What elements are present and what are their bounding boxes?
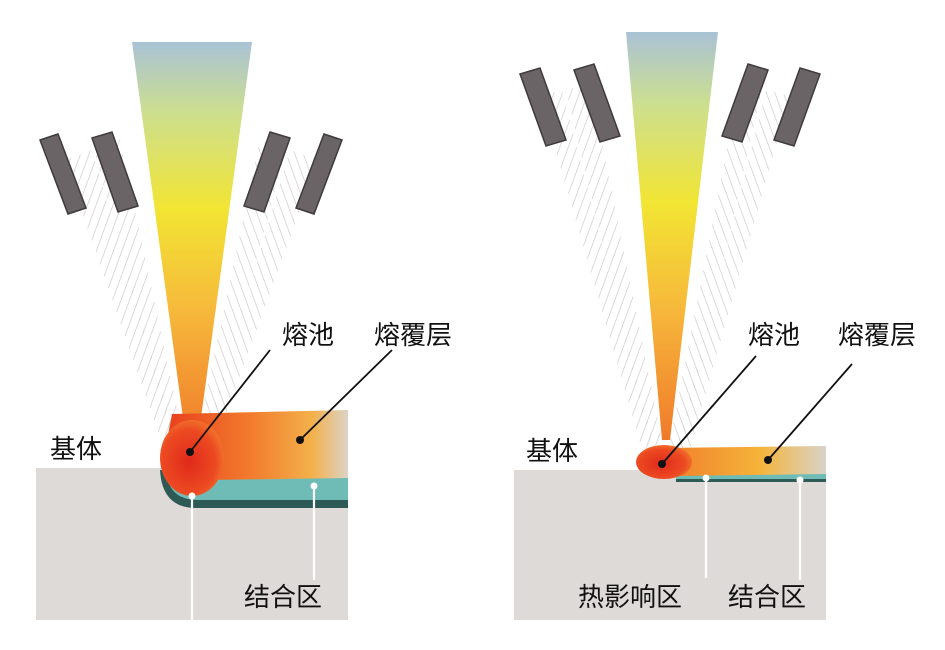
left-powder-stream-right-inner <box>190 140 286 470</box>
right-substrate-label: 基体 <box>526 437 578 467</box>
right-cladding-layer <box>660 446 826 476</box>
left-nozzle-inner-left <box>91 131 139 213</box>
left-nozzle-outer-right <box>295 133 343 215</box>
right-cladding-dot <box>764 456 772 464</box>
left-powder-stream-right-outer <box>196 150 318 472</box>
left-powder-stream-left-inner <box>94 140 190 472</box>
right-nozzle-outer-left <box>519 67 567 147</box>
right-nozzle-inner-left <box>573 63 621 143</box>
right-powder-stream-right-inner <box>664 84 762 470</box>
right-bond-zone-dot <box>796 476 804 484</box>
left-melt-pool-leader <box>189 349 271 453</box>
left-cladding-label: 熔覆层 <box>374 321 452 351</box>
right-haz-dot <box>702 474 710 482</box>
right-bond-zone-label: 结合区 <box>728 583 806 613</box>
right-melt-pool-dot <box>658 460 666 468</box>
left-melt-pool <box>160 420 224 496</box>
right-cladding-label: 熔覆层 <box>838 321 916 351</box>
left-substrate-dot <box>188 492 196 500</box>
left-panel: 基体 熔池 熔覆层 结合区 <box>36 42 452 620</box>
right-melt-pool-label: 熔池 <box>748 321 800 351</box>
right-powder-stream-left-inner <box>566 84 668 470</box>
right-powder-stream-left-outer <box>540 90 660 470</box>
left-bond-zone-layer-light <box>166 470 348 500</box>
left-nozzle-outer-left <box>39 133 87 215</box>
right-cladding-leader <box>767 363 853 461</box>
right-nozzle-inner-right <box>721 63 769 143</box>
right-nozzle-outer-right <box>773 67 821 147</box>
right-melt-pool-leader <box>661 355 757 465</box>
left-laser-beam <box>132 42 252 440</box>
right-panel: 基体 熔池 熔覆层 热影响区 结合区 <box>514 32 916 620</box>
right-powder-stream-right-outer <box>672 90 790 470</box>
right-haz-label: 热影响区 <box>578 583 682 613</box>
left-cladding-leader <box>299 349 393 441</box>
left-melt-pool-dot <box>186 448 194 456</box>
left-cladding-dot <box>296 436 304 444</box>
left-powder-stream-left-outer <box>64 150 185 472</box>
left-melt-pool-label: 熔池 <box>282 321 334 351</box>
right-bond-zone-layer-light <box>676 474 826 479</box>
left-substrate-label: 基体 <box>50 435 102 465</box>
left-nozzle-inner-right <box>243 131 291 213</box>
left-bond-zone-dot <box>310 482 318 490</box>
right-laser-beam <box>626 32 718 440</box>
right-substrate <box>514 470 826 620</box>
left-bond-zone-label: 结合区 <box>244 583 322 613</box>
